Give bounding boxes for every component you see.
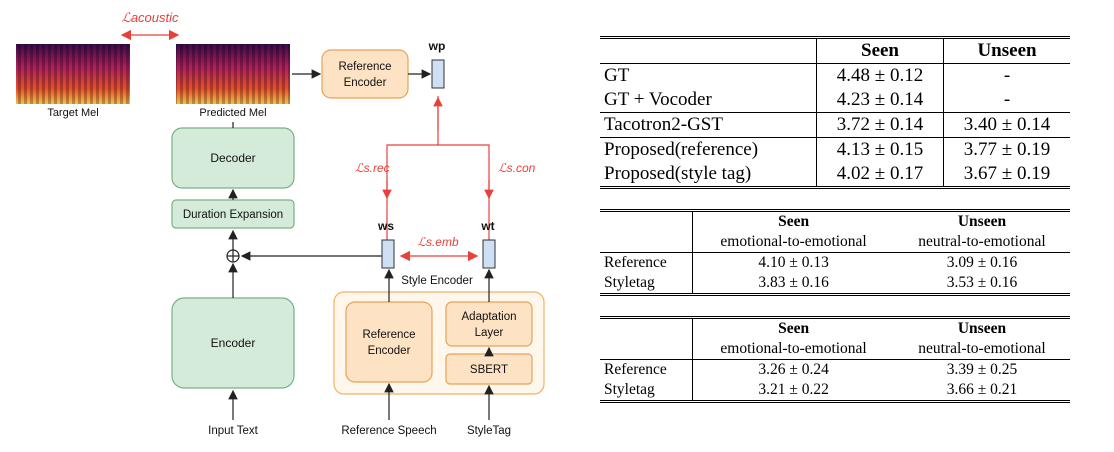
t1-cell: 4.48 ± 0.12 [816,63,945,88]
target-mel-spectrogram [16,44,130,104]
encoder-label: Encoder [211,336,256,350]
table-row: GT 4.48 ± 0.12 - [600,63,1070,88]
t3-cell: Styletag [600,380,694,402]
results-tables: Seen Unseen GT 4.48 ± 0.12 - GT + Vocode… [600,36,1070,403]
t3-cell: 3.66 ± 0.21 [946,381,1018,398]
loss-srec-line [386,96,439,240]
wt-vector [482,239,496,269]
mos-table: Seen Unseen GT 4.48 ± 0.12 - GT + Vocode… [600,36,1070,189]
t1-cell: - [1003,65,1011,86]
table-row: Reference 4.10 ± 0.13 3.09 ± 0.16 [600,252,1070,273]
sbert-label: SBERT [470,364,508,376]
t1-header-seen: Seen [816,37,945,64]
reference-encoder-bottom-label-1: Reference [362,329,415,341]
wp-label: wp [428,39,446,53]
t1-cell: 3.67 ± 0.19 [963,163,1051,184]
predicted-mel-label: Predicted Mel [199,107,266,119]
t3-header-seen: Seen [778,320,810,337]
loss-scon-label: ℒs.con [498,161,536,175]
t2-header-seen: Seen [778,213,810,230]
t2-cell: Reference [600,252,694,273]
style-encoder-label: Style Encoder [401,275,473,287]
t1-cell: Tacotron2-GST [600,112,817,138]
reference-encoder-top-box [321,49,409,99]
target-mel-label: Target Mel [47,107,98,119]
t3-cell: 3.39 ± 0.25 [946,361,1018,378]
table-row: Styletag 3.21 ± 0.22 3.66 ± 0.21 [600,380,1070,402]
t1-cell: GT + Vocoder [600,88,817,113]
similarity-table-2: Seen Unseen emotional-to-emotional neutr… [600,316,1070,403]
reference-encoder-bottom-label-2: Encoder [368,345,411,357]
adaptation-layer-box [445,301,533,347]
t1-cell: 3.40 ± 0.14 [963,114,1051,135]
loss-scon-line [438,144,490,240]
t2-header-blank [600,210,694,232]
t2-cell: 4.10 ± 0.13 [758,254,829,271]
reference-encoder-bottom-box [345,301,433,383]
t1-cell: GT [600,63,817,88]
t2-cell: Styletag [600,273,694,295]
t1-cell: 3.77 ± 0.19 [963,139,1051,160]
reference-encoder-top-label-1: Reference [338,61,391,73]
t3-cell: Reference [600,359,694,380]
ws-vector [381,239,395,269]
t2-cell: 3.09 ± 0.16 [946,254,1018,271]
t3-cell: 3.21 ± 0.22 [758,381,829,398]
t1-cell: Proposed(reference) [600,137,817,162]
table-row: Proposed(style tag) 4.02 ± 0.17 3.67 ± 0… [600,162,1070,188]
t3-header-blank [600,317,694,339]
loss-srec-label: ℒs.rec [355,161,390,175]
t1-cell: 4.23 ± 0.14 [816,88,945,113]
t3-cell: 3.26 ± 0.24 [758,361,829,378]
predicted-mel-spectrogram [176,44,290,104]
t2-subheader-blank [600,232,694,253]
t1-cell: 4.02 ± 0.17 [816,162,945,188]
reference-encoder-top-label-2: Encoder [344,77,387,89]
t1-header-unseen: Unseen [977,40,1037,61]
table-row: GT + Vocoder 4.23 ± 0.14 - [600,88,1070,113]
duration-expansion-label: Duration Expansion [183,209,283,221]
t2-subheader-unseen: neutral-to-emotional [918,233,1046,250]
wp-vector [431,59,445,89]
ws-label: ws [377,219,394,233]
loss-semb-label: ℒs.emb [417,235,459,249]
table-row: Reference 3.26 ± 0.24 3.39 ± 0.25 [600,359,1070,380]
t2-cell: 3.53 ± 0.16 [946,274,1018,291]
table-row: Tacotron2-GST 3.72 ± 0.14 3.40 ± 0.14 [600,112,1070,138]
architecture-diagram: ℒacoustic Target Mel Predicted Mel Refer… [16,10,545,437]
t1-cell: 3.72 ± 0.14 [816,112,945,138]
t3-header-unseen: Unseen [957,320,1007,337]
wt-label: wt [480,219,494,233]
t3-subheader-blank [600,339,694,360]
t3-subheader-seen: emotional-to-emotional [720,340,867,357]
table-row: Styletag 3.83 ± 0.16 3.53 ± 0.16 [600,273,1070,295]
t1-cell: - [1003,89,1011,110]
loss-acoustic-label: ℒacoustic [121,10,179,25]
t3-subheader-unseen: neutral-to-emotional [918,340,1046,357]
reference-speech-label: Reference Speech [341,425,436,437]
t2-header-unseen: Unseen [957,213,1007,230]
style-tag-label: StyleTag [467,425,511,437]
table-row: Proposed(reference) 4.13 ± 0.15 3.77 ± 0… [600,137,1070,162]
adaptation-layer-label-2: Layer [475,327,504,339]
decoder-label: Decoder [210,151,255,165]
t2-subheader-seen: emotional-to-emotional [720,233,867,250]
t2-cell: 3.83 ± 0.16 [758,274,829,291]
input-text-label: Input Text [208,425,258,437]
adaptation-layer-label-1: Adaptation [462,311,517,323]
t1-cell: 4.13 ± 0.15 [816,137,945,162]
similarity-table-1: Seen Unseen emotional-to-emotional neutr… [600,209,1070,296]
t1-cell: Proposed(style tag) [600,162,817,188]
t1-header-blank [600,37,817,64]
